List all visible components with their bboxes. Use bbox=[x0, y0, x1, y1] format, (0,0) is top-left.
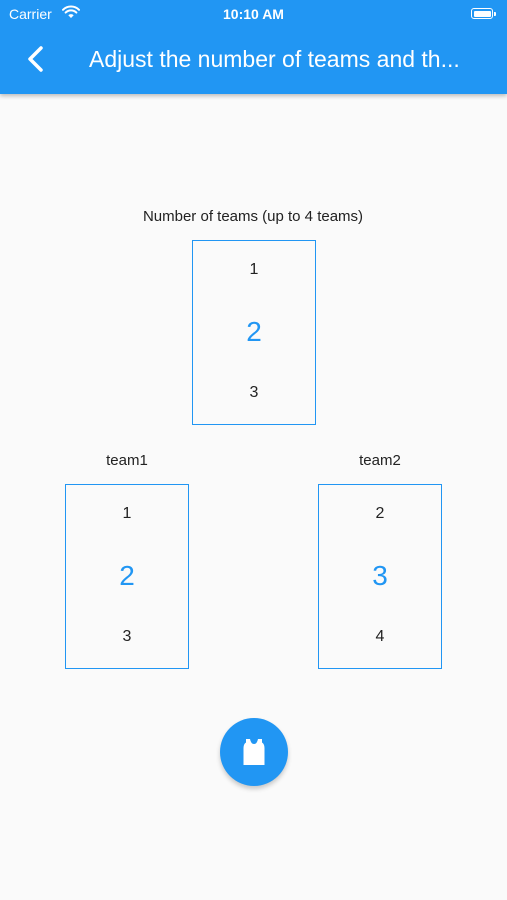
chevron-left-icon[interactable] bbox=[22, 44, 50, 74]
picker-option[interactable]: 3 bbox=[122, 628, 132, 645]
picker-option[interactable]: 2 bbox=[375, 505, 385, 522]
clock: 10:10 AM bbox=[223, 6, 284, 22]
team1-label: team1 bbox=[106, 452, 148, 469]
picker-option[interactable]: 4 bbox=[375, 628, 385, 645]
page-title: Adjust the number of teams and th... bbox=[89, 46, 460, 72]
team2-label: team2 bbox=[359, 452, 401, 469]
picker-option[interactable]: 1 bbox=[122, 505, 132, 522]
carrier-label: Carrier bbox=[9, 6, 52, 22]
picker-option[interactable]: 3 bbox=[249, 384, 259, 401]
picker-selected-value[interactable]: 3 bbox=[372, 560, 388, 591]
status-bar: Carrier 10:10 AM bbox=[0, 0, 507, 28]
generate-teams-button[interactable] bbox=[220, 718, 288, 786]
wifi-icon bbox=[62, 5, 80, 18]
battery-icon bbox=[471, 8, 496, 19]
picker-selected-value[interactable]: 2 bbox=[119, 560, 135, 591]
team1-picker[interactable]: 1 2 3 bbox=[65, 484, 189, 669]
jersey-icon bbox=[243, 739, 265, 765]
team-count-label: Number of teams (up to 4 teams) bbox=[142, 208, 364, 225]
team2-picker[interactable]: 2 3 4 bbox=[318, 484, 442, 669]
picker-selected-value[interactable]: 2 bbox=[246, 316, 262, 347]
team-count-picker[interactable]: 1 2 3 bbox=[192, 240, 316, 425]
app-bar: Carrier 10:10 AM Adjust the number of te… bbox=[0, 0, 507, 94]
picker-option[interactable]: 1 bbox=[249, 261, 259, 278]
